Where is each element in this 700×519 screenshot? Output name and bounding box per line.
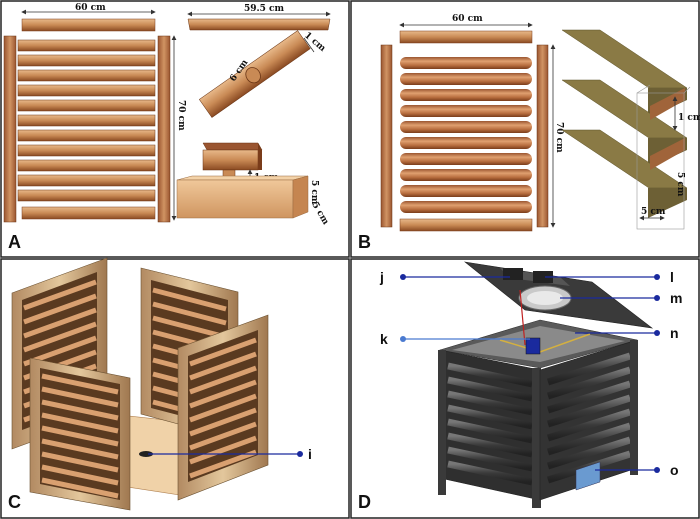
d-callout-o-label: o [670,462,679,478]
a-slat-width-line [303,37,315,53]
a-top-bar [21,18,156,32]
d-red-wire [519,289,526,346]
d-device [525,337,541,355]
d-sensor-left [503,268,523,280]
panel-a-border [0,0,350,258]
b-top-bar [399,30,533,44]
d-callout-k-label: k [380,331,388,347]
b-plates [561,29,688,218]
panel-d: j k l m n o D [358,261,682,512]
panel-b-border [350,0,700,258]
c-callout-i-dot [297,451,303,457]
d-callout-n-dot [654,330,660,336]
a-slat-length-label: 59.5 cm [244,4,285,14]
b-gap-label: 1 cm [678,113,700,123]
a-bottom-bar [21,206,156,220]
panel-c-letter: C [8,492,21,512]
a-single-slat [187,18,331,31]
b-left-post [380,44,393,228]
d-callout-k-dot [400,336,406,342]
a-left-post [3,35,17,223]
a-block-top [176,175,309,181]
d-sensor-right [533,271,553,283]
panel-b-letter: B [358,232,371,252]
panel-c: i C [8,257,312,512]
panel-a: 60 cm 70 cm 59.5 cm [3,3,331,252]
a-block-height-label: 5 cm [309,180,319,205]
a-peg-piece [202,149,259,171]
c-callout-i-label: i [308,446,312,462]
a-top-width-label: 60 cm [75,3,106,13]
a-block-depth-label: 5 cm [309,201,330,228]
d-callout-m-dot [654,295,660,301]
c-wall-front-left [29,357,131,511]
d-lid-mirror-inner [527,291,563,305]
panel-a-letter: A [8,232,21,252]
a-height-label: 70 cm [176,100,186,131]
d-callout-o-dot [654,467,660,473]
c-floor-hole [139,451,153,457]
a-slats [17,39,156,202]
d-box-left-face [438,349,541,508]
b-top-width-label: 60 cm [452,14,483,24]
c-wall-front-right [177,314,269,501]
b-post-height-label: 5 cm [675,172,685,197]
a-diagonal-slat [198,30,311,118]
b-outline-box [636,84,691,230]
a-block-side [292,175,309,219]
panel-d-letter: D [358,492,371,512]
b-right-post [536,44,549,228]
a-peg-side [258,143,262,170]
d-water-tray [575,461,601,491]
b-height-label: 70 cm [554,122,564,153]
b-round-slats [400,57,532,213]
d-callouts: j k l m n o [379,269,682,478]
d-callout-j-dot [400,274,406,280]
d-callout-l-dot [654,274,660,280]
a-right-post [157,35,171,223]
b-bottom-bar [399,218,533,232]
d-callout-n-label: n [670,325,679,341]
a-base-block [176,179,294,219]
panel-b: 60 cm 70 cm [358,14,700,252]
d-callout-j-label: j [379,269,384,285]
panel-c-border [0,258,350,519]
d-callout-l-label: l [670,269,674,285]
panel-d-border [350,258,700,519]
b-post-width-label: 5 cm [641,207,666,217]
d-callout-m-label: m [670,290,682,306]
a-peg-top-face [202,142,263,151]
